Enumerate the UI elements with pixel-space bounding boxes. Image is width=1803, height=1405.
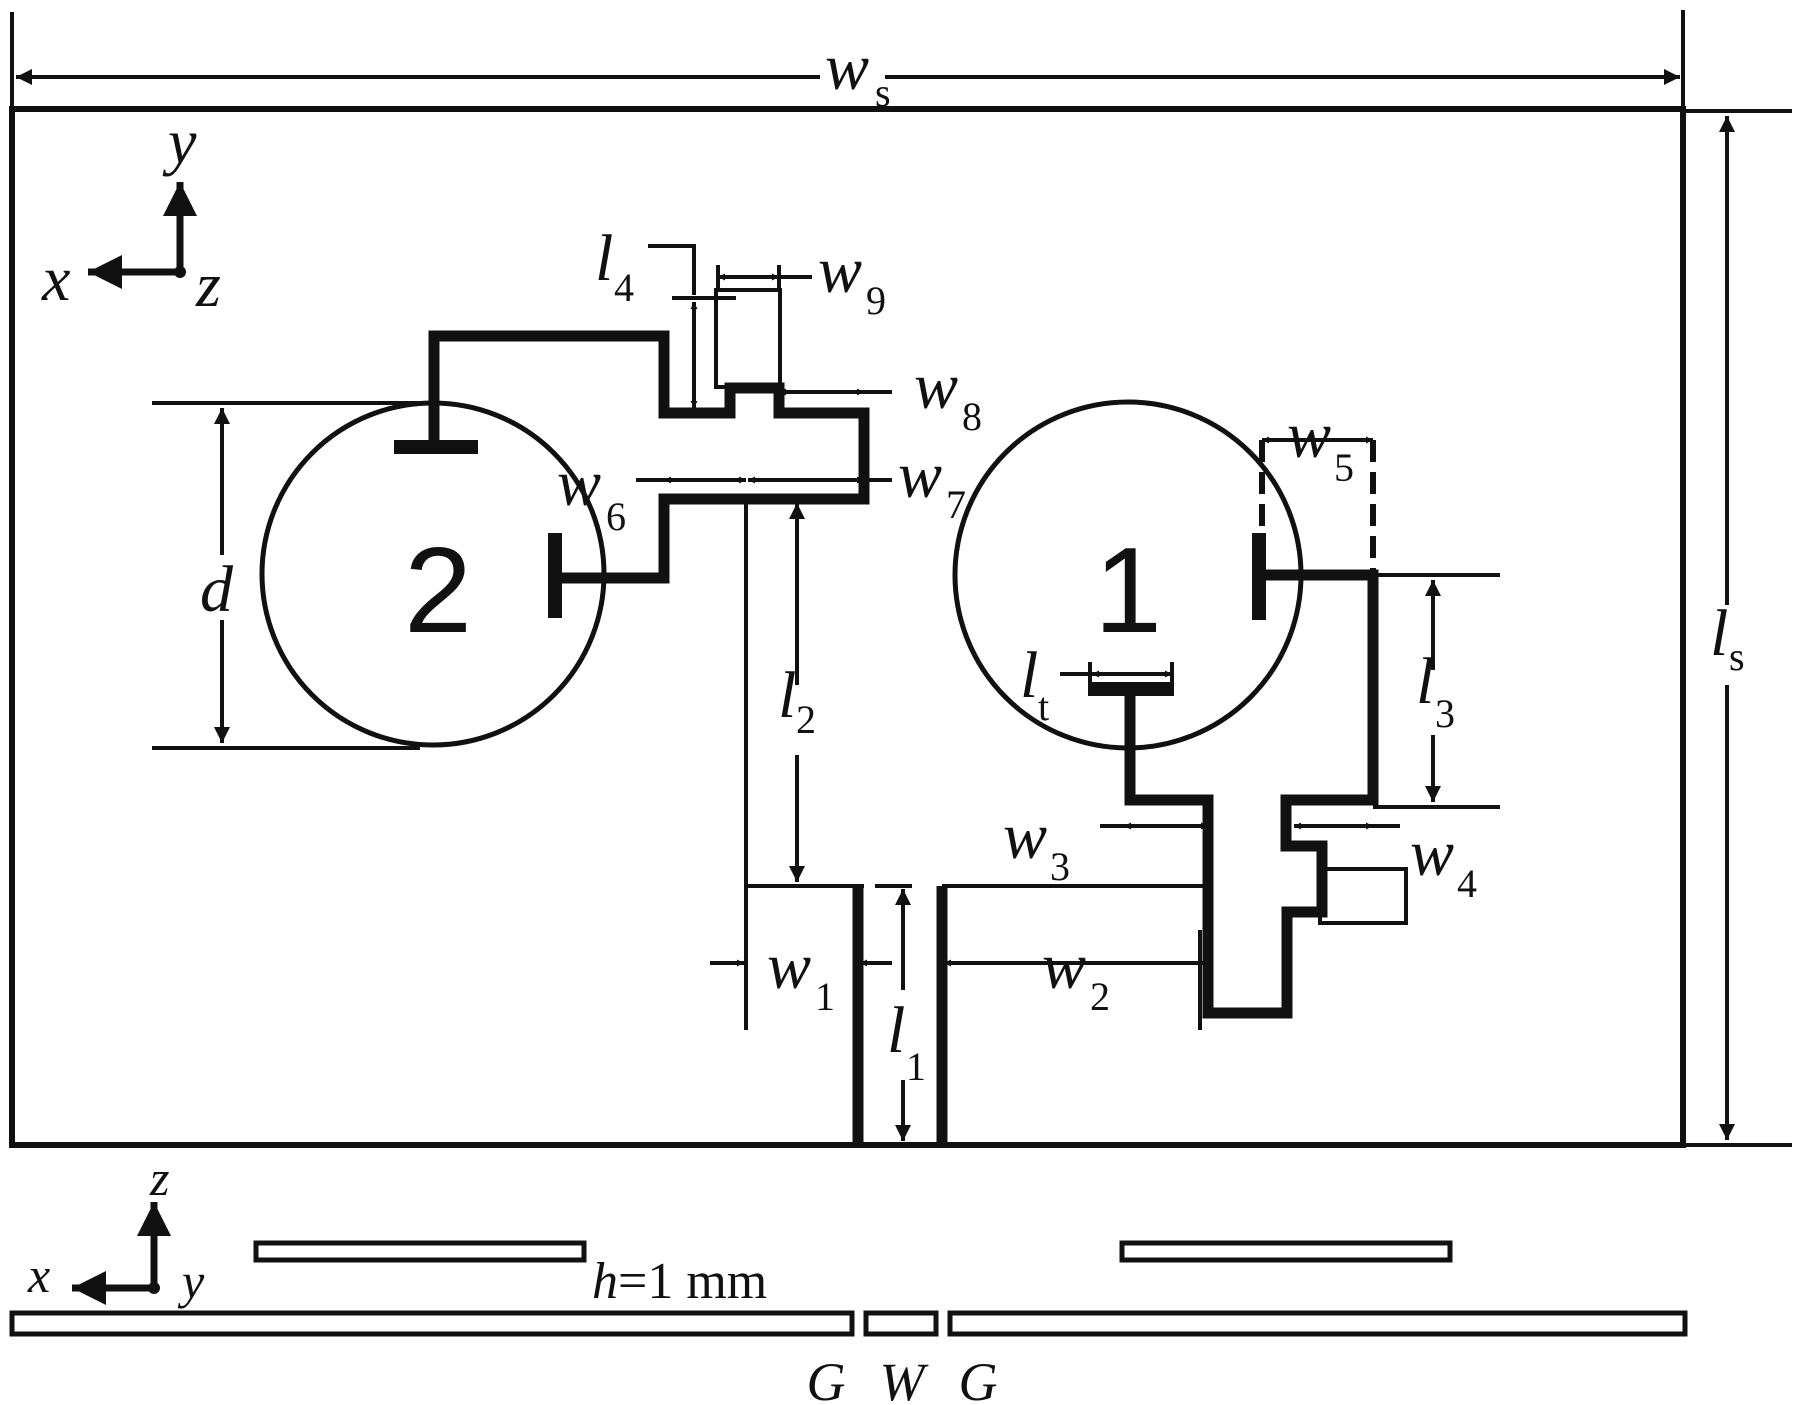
top-view: [9, 10, 1792, 1148]
l1-label-main: l: [887, 994, 905, 1067]
h-value: =1 mm: [618, 1253, 767, 1310]
ws-label-sub: s: [875, 70, 891, 115]
w5-label-main: w: [1287, 399, 1331, 472]
l3-label-sub: 3: [1435, 691, 1455, 736]
d-label: d: [200, 553, 234, 626]
side-ground-right: [947, 1310, 1688, 1337]
side-signal: [863, 1310, 939, 1337]
l3-label-main: l: [1416, 645, 1434, 718]
w3-label-main: w: [1003, 800, 1047, 873]
side-axis-y-label: y: [177, 1253, 205, 1309]
w8-label-main: w: [914, 350, 958, 423]
side-axis-z-label: z: [149, 1150, 169, 1206]
w1-label-main: w: [767, 930, 811, 1003]
ws-label-main: w: [825, 31, 869, 104]
w7-label-main: w: [898, 439, 942, 512]
w9-label-sub: 9: [866, 278, 886, 323]
w2-label-main: w: [1042, 930, 1086, 1003]
h-var: h: [592, 1253, 618, 1310]
w9-label-main: w: [818, 234, 862, 307]
l4-leader: [648, 244, 696, 295]
patch-2-feed-line: [428, 330, 870, 584]
w4-label-main: w: [1410, 817, 1454, 890]
w1-label-sub: 1: [815, 974, 835, 1019]
patch-1-feed-line: [1124, 569, 1379, 1019]
w6-label-main: w: [557, 447, 601, 520]
side-ground-left: [9, 1310, 855, 1337]
axis-y-label: y: [162, 106, 197, 177]
w8-label-sub: 8: [962, 394, 982, 439]
axis-z-dot: [174, 266, 186, 278]
patch-2-label: 2: [404, 522, 472, 658]
w7-label-sub: 7: [946, 482, 966, 527]
l4-label-sub: 4: [614, 265, 634, 310]
w4-label-sub: 4: [1457, 861, 1477, 906]
side-axis-y-dot: [148, 1282, 160, 1294]
h-label: h=1 mm: [592, 1253, 767, 1310]
l1-label-sub: 1: [906, 1044, 926, 1089]
lt-label-sub: t: [1038, 684, 1049, 729]
w5-label-sub: 5: [1334, 445, 1354, 490]
labels: 2 1 w s l s d l 2 l 1 l 3 l 4 l t w 9 w …: [27, 31, 1745, 1405]
patch-1-small-rect: [1318, 867, 1408, 925]
ls-label-sub: s: [1729, 634, 1745, 679]
axis-z-label: z: [195, 249, 221, 320]
w2-label-sub: 2: [1090, 974, 1110, 1019]
side-patch-right: [1119, 1240, 1453, 1263]
ls-label-main: l: [1710, 597, 1728, 670]
w3-label-sub: 3: [1050, 844, 1070, 889]
side-view: [9, 1202, 1688, 1337]
lt-label-main: l: [1020, 639, 1038, 712]
l2-label-sub: 2: [796, 697, 816, 742]
w6-label-sub: 6: [606, 494, 626, 539]
patch-1-label: 1: [1094, 522, 1162, 658]
axis-x-label: x: [41, 243, 70, 314]
side-patch-left: [253, 1240, 587, 1263]
l2-label-main: l: [778, 659, 796, 732]
signal-label: W: [880, 1352, 930, 1405]
substrate-outline: [9, 106, 1686, 1148]
l4-label-main: l: [595, 222, 613, 295]
side-axis-x-label: x: [27, 1247, 50, 1303]
patch-2-small-rect: [714, 288, 782, 389]
gap-label-left: G: [807, 1352, 846, 1405]
gap-label-right: G: [959, 1352, 998, 1405]
